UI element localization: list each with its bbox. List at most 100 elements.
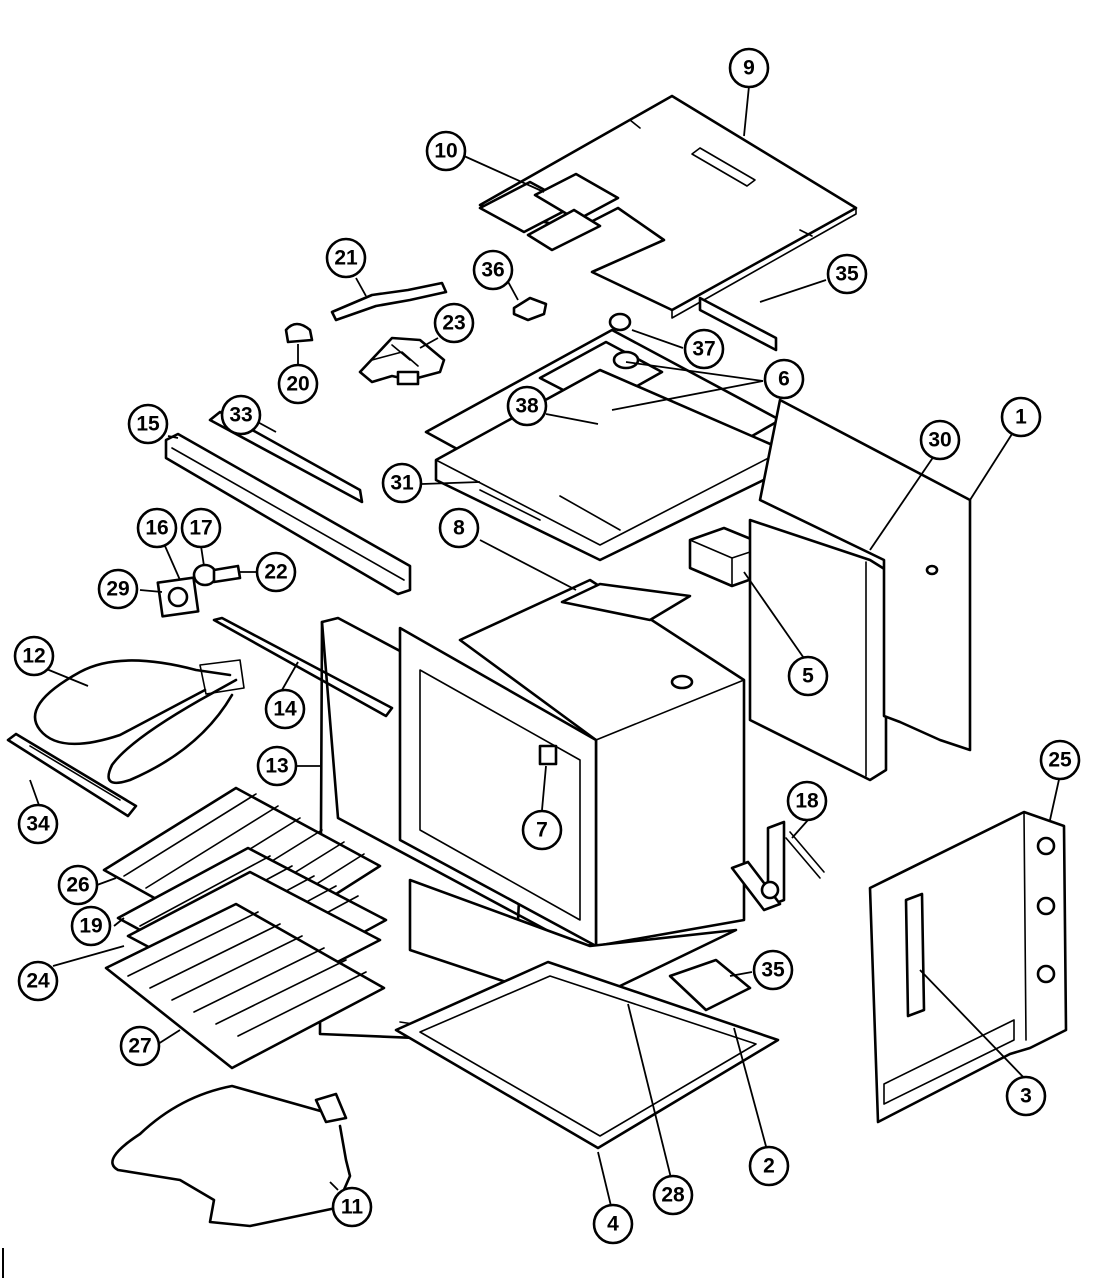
callout-label: 15 [136, 413, 160, 436]
callout-13: 13 [256, 745, 298, 787]
callout-38: 38 [506, 385, 548, 427]
oven-rack-lower [104, 902, 386, 1070]
callout-label: 11 [341, 1196, 364, 1219]
callout-25: 25 [1039, 739, 1081, 781]
callout-34: 34 [17, 803, 59, 845]
side-panel [758, 398, 972, 752]
callout-8: 8 [438, 507, 480, 549]
back-panel [868, 810, 1068, 1124]
insulation-pads [478, 172, 620, 252]
callout-label: 24 [26, 970, 50, 993]
callout-label: 1 [1015, 406, 1027, 429]
callout-1: 1 [1000, 396, 1042, 438]
leader-lines [29, 85, 1061, 1207]
callout-label: 26 [66, 874, 89, 897]
callout-14: 14 [264, 688, 306, 730]
callout-6: 6 [763, 358, 805, 400]
callout-label: 29 [106, 578, 129, 601]
callout-label: 34 [26, 813, 50, 836]
callout-label: 27 [128, 1035, 151, 1058]
callout-label: 16 [145, 517, 168, 540]
callout-label: 12 [22, 645, 45, 668]
callout-19: 19 [70, 905, 112, 947]
callout-7: 7 [521, 809, 563, 851]
callout-label: 36 [481, 259, 504, 282]
callout-label: 18 [795, 790, 819, 813]
callout-33: 33 [220, 394, 262, 436]
callout-31: 31 [381, 462, 423, 504]
callout-24: 24 [17, 960, 59, 1002]
bake-element [111, 1084, 352, 1228]
callout-35-lower: 35 [752, 949, 794, 991]
callout-label: 17 [189, 517, 212, 540]
callout-label: 21 [334, 247, 358, 270]
callout-30: 30 [919, 419, 961, 461]
front-trim-rails [164, 410, 412, 596]
callout-5: 5 [787, 655, 829, 697]
broil-element [33, 659, 245, 785]
callout-36: 36 [472, 249, 514, 291]
insulation-blanket [748, 518, 888, 782]
back-bracket [904, 892, 926, 1018]
callout-label: 35 [835, 263, 859, 286]
callout-label: 5 [802, 665, 814, 688]
callout-label: 37 [692, 338, 715, 361]
callout-4: 4 [592, 1203, 634, 1245]
callout-label: 28 [661, 1184, 685, 1207]
callout-3: 3 [1005, 1075, 1047, 1117]
floor-tray [394, 960, 780, 1150]
callout-label: 13 [265, 755, 288, 778]
latch-assembly [358, 336, 446, 386]
callout-label: 30 [928, 429, 951, 452]
callout-label: 22 [264, 561, 287, 584]
callout-label: 35 [761, 959, 785, 982]
callout-28: 28 [652, 1174, 694, 1216]
callout-label: 10 [434, 140, 457, 163]
callout-label: 6 [778, 368, 790, 391]
door-switch [538, 744, 558, 766]
callout-label: 7 [536, 819, 548, 842]
callout-18: 18 [786, 780, 828, 822]
callout-15: 15 [127, 403, 169, 445]
callout-10: 10 [425, 130, 467, 172]
callout-35-upper: 35 [826, 253, 868, 295]
callout-label: 2 [763, 1155, 775, 1178]
callout-label: 8 [453, 517, 465, 540]
rear-strip-upper [698, 296, 778, 352]
callout-label: 33 [229, 404, 252, 427]
callout-12: 12 [13, 635, 55, 677]
callout-label: 14 [273, 698, 297, 721]
callout-label: 38 [515, 395, 539, 418]
callout-9: 9 [728, 47, 770, 89]
callout-label: 23 [442, 312, 465, 335]
callout-16: 16 [136, 507, 178, 549]
knob-cap [284, 322, 314, 344]
small-switch [512, 296, 548, 322]
callout-label: 19 [79, 915, 102, 938]
light-socket-assembly [156, 563, 242, 618]
callout-11: 11 [331, 1186, 373, 1228]
callout-20: 20 [277, 363, 319, 405]
callout-21: 21 [325, 237, 367, 279]
callout-label: 3 [1020, 1085, 1032, 1108]
callout-17: 17 [180, 507, 222, 549]
callout-26: 26 [57, 864, 99, 906]
bracket-strip [330, 281, 448, 322]
callout-23: 23 [433, 302, 475, 344]
callout-2: 2 [748, 1145, 790, 1187]
light-bracket [212, 616, 394, 718]
side-trim-strip [6, 732, 138, 818]
oven-cavity [398, 578, 746, 948]
callout-label: 25 [1048, 749, 1072, 772]
callout-label: 9 [743, 57, 755, 80]
callout-37: 37 [683, 328, 725, 370]
callout-29: 29 [97, 568, 139, 610]
callout-27: 27 [119, 1025, 161, 1067]
top-cover-panel [478, 94, 858, 319]
callout-22: 22 [255, 551, 297, 593]
callout-label: 31 [390, 472, 414, 495]
callout-label: 4 [607, 1213, 619, 1236]
door-hinge [730, 820, 825, 912]
callout-label: 20 [286, 373, 309, 396]
